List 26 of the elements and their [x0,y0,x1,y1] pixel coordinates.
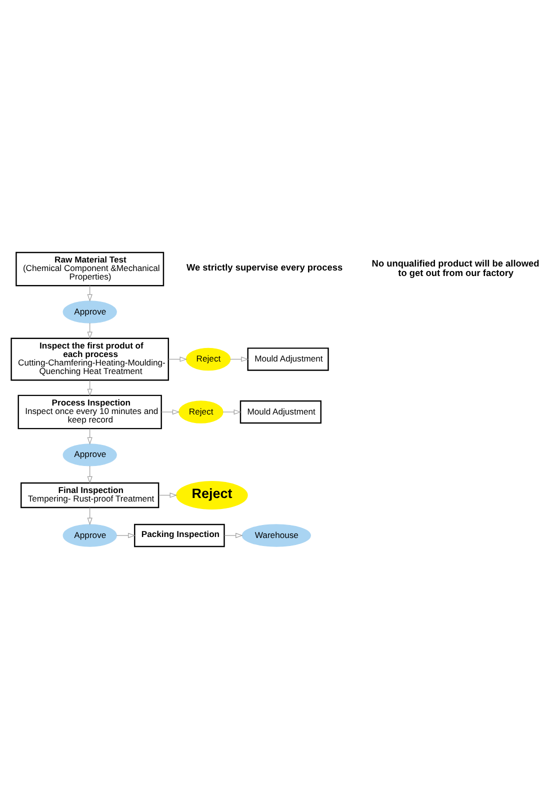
node-ellipse: Warehouse [242,524,311,547]
arrow [161,409,180,415]
label: No unqualified product will be allowed to get out from our factory [372,258,540,278]
node-box: Raw Material Test (Chemical Component &Mechanical Properties) [16,252,164,286]
node-ellipse: Reject [186,348,231,371]
node-box: Mould Adjustment [240,400,322,424]
node-box: Mould Adjustment [247,348,329,371]
node-ellipse: Approve [62,300,117,324]
node-box: Process Inspection Inspect once every 10 minutes and keep record [18,394,162,430]
arrow [116,532,136,538]
node-box: Inspect the first produt of each process Cutting-Chamfering-Heating-Moulding- Quenching Heat Treatment [10,338,169,381]
node-ellipse: Approve [62,524,117,547]
node-box: Final Inspection Tempering- Rust-proof Treatment [20,482,160,508]
arrow [168,356,188,362]
arrow [87,466,92,484]
node-ellipse: Reject [178,400,224,424]
label: We strictly supervise every process [186,262,343,273]
arrow [87,507,92,526]
node-box: Packing Inspection [134,524,225,548]
node-ellipse: Reject [176,480,248,510]
node-ellipse: Approve [62,444,117,466]
arrow [230,356,249,362]
arrow [224,532,243,538]
arrow [87,322,92,340]
arrow [158,492,178,498]
arrow [222,409,242,415]
